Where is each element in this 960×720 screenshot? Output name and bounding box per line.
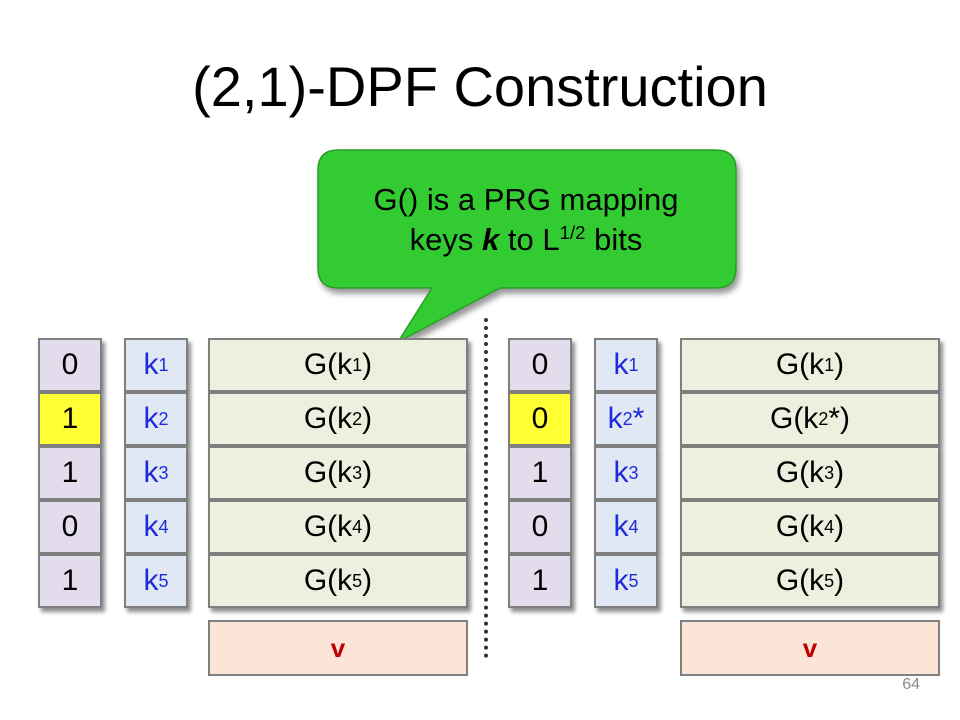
callout-k: k: [482, 222, 500, 257]
callout-shape: [317, 149, 737, 344]
bit-cell: 1: [508, 554, 572, 608]
bit-cell: 1: [38, 446, 102, 500]
bit-cell: 1: [38, 554, 102, 608]
callout-exponent: 1/2: [559, 221, 586, 243]
bit-cell: 0: [38, 500, 102, 554]
slide-title: (2,1)-DPF Construction: [192, 55, 768, 118]
bit-cell: 0: [38, 338, 102, 392]
dotted-divider: [484, 318, 488, 658]
bit-cell-highlighted: 0: [508, 392, 572, 446]
callout-line-2: keys k to L1/2 bits: [409, 221, 643, 257]
bit-cell: 0: [508, 500, 572, 554]
left-v-box: v: [208, 620, 468, 676]
page-number: 64: [902, 676, 920, 693]
bit-cell: 1: [508, 446, 572, 500]
right-v-box: v: [680, 620, 940, 676]
callout-text: G() is a PRG mapping keys k to L1/2 bits: [318, 180, 734, 260]
bit-cell: 0: [508, 338, 572, 392]
callout-line-1: G() is a PRG mapping: [373, 182, 679, 217]
bit-cell-highlighted: 1: [38, 392, 102, 446]
